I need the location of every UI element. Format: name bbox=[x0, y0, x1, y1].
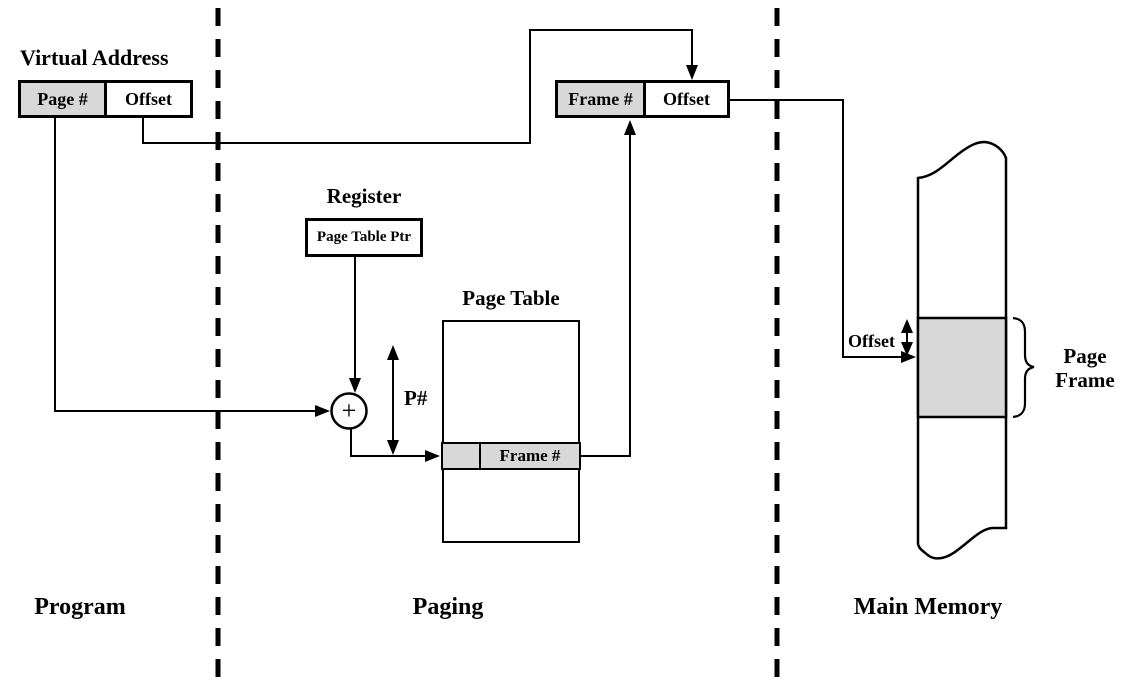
adder-circle bbox=[330, 392, 368, 430]
page-table-ptr-box: Page Table Ptr bbox=[305, 218, 423, 257]
physical-address-offset-field: Offset bbox=[646, 83, 727, 115]
page-table-entry-frame-cell: Frame # bbox=[499, 446, 561, 465]
arrowhead-register-into-adder bbox=[349, 378, 361, 393]
page-frame-label: Page Frame bbox=[1055, 344, 1115, 393]
page-table-title: Page Table bbox=[462, 286, 560, 310]
memory-offset-arrowhead-bottom bbox=[901, 342, 913, 356]
pagenum-span-arrowhead-top bbox=[387, 345, 399, 360]
virtual-address-page-field: Page # bbox=[21, 83, 107, 115]
virtual-address-offset-field: Offset bbox=[107, 83, 190, 115]
memory-offset-arrowhead-top bbox=[901, 319, 913, 333]
pagenum-span-arrowhead-bottom bbox=[387, 440, 399, 455]
arrowhead-into-adder bbox=[315, 405, 330, 417]
page-table-box bbox=[442, 320, 580, 543]
wire-physical-to-memory bbox=[730, 99, 902, 358]
wire-adder-to-pagetable bbox=[350, 428, 426, 457]
pagenum-label: P# bbox=[404, 386, 428, 410]
wire-pagenum-to-adder bbox=[54, 118, 316, 412]
wire-entry-to-physical-frame bbox=[580, 133, 631, 457]
arrowhead-into-memory bbox=[901, 351, 916, 363]
page-table-highlighted-entry: Frame # bbox=[441, 442, 581, 470]
wire-offset-to-physical bbox=[142, 29, 693, 144]
section-label-program: Program bbox=[34, 594, 126, 620]
physical-address-frame-field: Frame # bbox=[558, 83, 646, 115]
page-frame-brace bbox=[1012, 316, 1035, 419]
section-label-main-memory: Main Memory bbox=[853, 594, 1003, 620]
page-frame-region bbox=[916, 316, 1008, 419]
register-title: Register bbox=[326, 184, 402, 208]
page-table-entry-key-cell bbox=[443, 444, 481, 468]
arrowhead-into-physical-offset bbox=[686, 65, 698, 80]
physical-address-box: Frame # Offset bbox=[555, 80, 730, 118]
memory-offset-label: Offset bbox=[848, 331, 895, 351]
adder-plus-symbol: + bbox=[341, 396, 357, 425]
virtual-address-title: Virtual Address bbox=[20, 45, 169, 70]
arrowhead-into-pagetable-entry bbox=[425, 450, 440, 462]
section-label-paging: Paging bbox=[412, 594, 484, 620]
virtual-address-box: Page # Offset bbox=[18, 80, 193, 118]
page-table-ptr-label: Page Table Ptr bbox=[316, 229, 412, 245]
arrowhead-into-physical-frame bbox=[624, 120, 636, 135]
